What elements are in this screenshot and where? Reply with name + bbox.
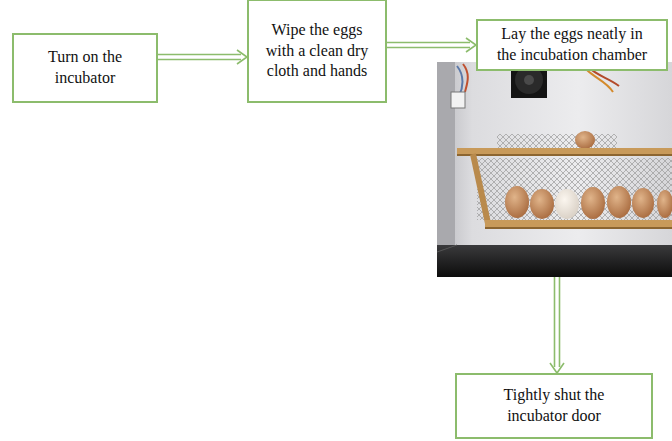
arrow-line (158, 59, 241, 61)
chamber-walls (437, 62, 672, 277)
step-text: Wipe the eggs with a clean dry cloth and… (263, 20, 371, 82)
arrow-line (387, 42, 470, 44)
incubator-photo (437, 62, 672, 277)
step-text: Turn on the incubator (24, 47, 146, 89)
upper-tray (457, 131, 672, 156)
arrow-line (158, 54, 241, 56)
flow-arrow (387, 38, 476, 52)
arrow-head (237, 50, 247, 64)
step-text: Tightly shut the incubator door (487, 385, 621, 427)
process-box: Wipe the eggs with a clean dry cloth and… (247, 0, 387, 103)
process-box: Turn on the incubator (12, 33, 158, 103)
lower-tray (473, 154, 672, 229)
flow-arrow (158, 50, 247, 64)
arrow-head (550, 363, 564, 373)
chamber-floor (437, 245, 672, 277)
process-box: Tightly shut the incubator door (455, 373, 653, 439)
step-text: Lay the eggs neatly in the incubation ch… (492, 24, 652, 66)
arrow-head (466, 38, 476, 52)
arrow-line (387, 47, 470, 49)
process-box: Lay the eggs neatly in the incubation ch… (476, 19, 668, 71)
